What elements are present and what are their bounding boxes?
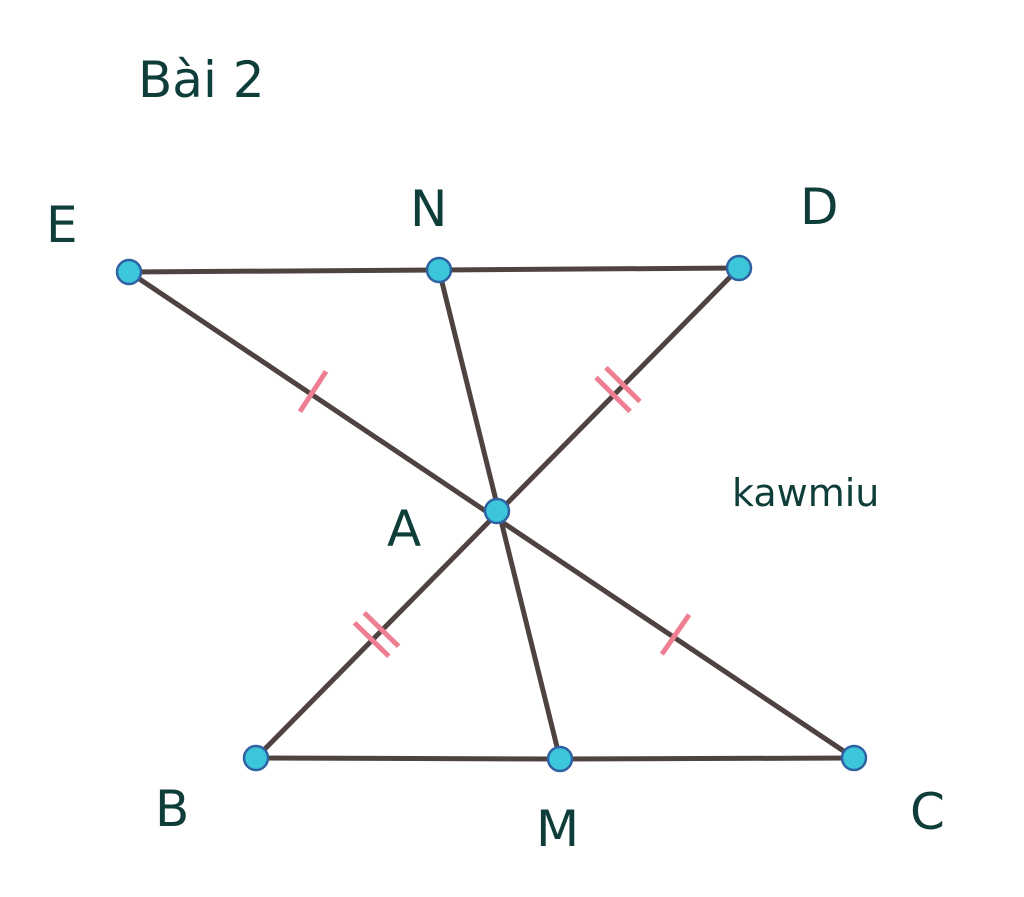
equal-length-marks-layer (297, 365, 692, 659)
vertex-c (840, 744, 868, 772)
vertex-b (242, 744, 270, 772)
segment-en (126, 267, 442, 275)
vertices-layer (115, 254, 868, 773)
point-label-e: E (46, 196, 78, 254)
equal-mark-ba-1 (352, 620, 391, 659)
point-label-m: M (536, 800, 579, 858)
segment-bm (253, 755, 563, 762)
equal-mark-ad-2 (604, 365, 642, 404)
exercise-title: Bài 2 (138, 51, 265, 109)
vertex-d (725, 254, 753, 282)
point-label-n: N (410, 180, 447, 238)
equal-mark-ad-1 (594, 375, 632, 414)
watermark-label: kawmiu (732, 471, 879, 515)
equal-mark-ea-1 (297, 370, 329, 413)
vertex-e (115, 258, 143, 286)
segment-mc (557, 755, 857, 762)
vertex-n (425, 256, 453, 284)
segment-nd (436, 265, 742, 273)
vertex-m (546, 745, 574, 773)
point-label-d: D (800, 178, 839, 236)
equal-mark-ba-2 (362, 610, 401, 649)
point-label-a: A (387, 500, 421, 558)
point-label-b: B (155, 780, 189, 838)
point-label-c: C (910, 783, 945, 841)
equal-mark-ac-1 (659, 613, 692, 656)
vertex-a (483, 497, 511, 525)
